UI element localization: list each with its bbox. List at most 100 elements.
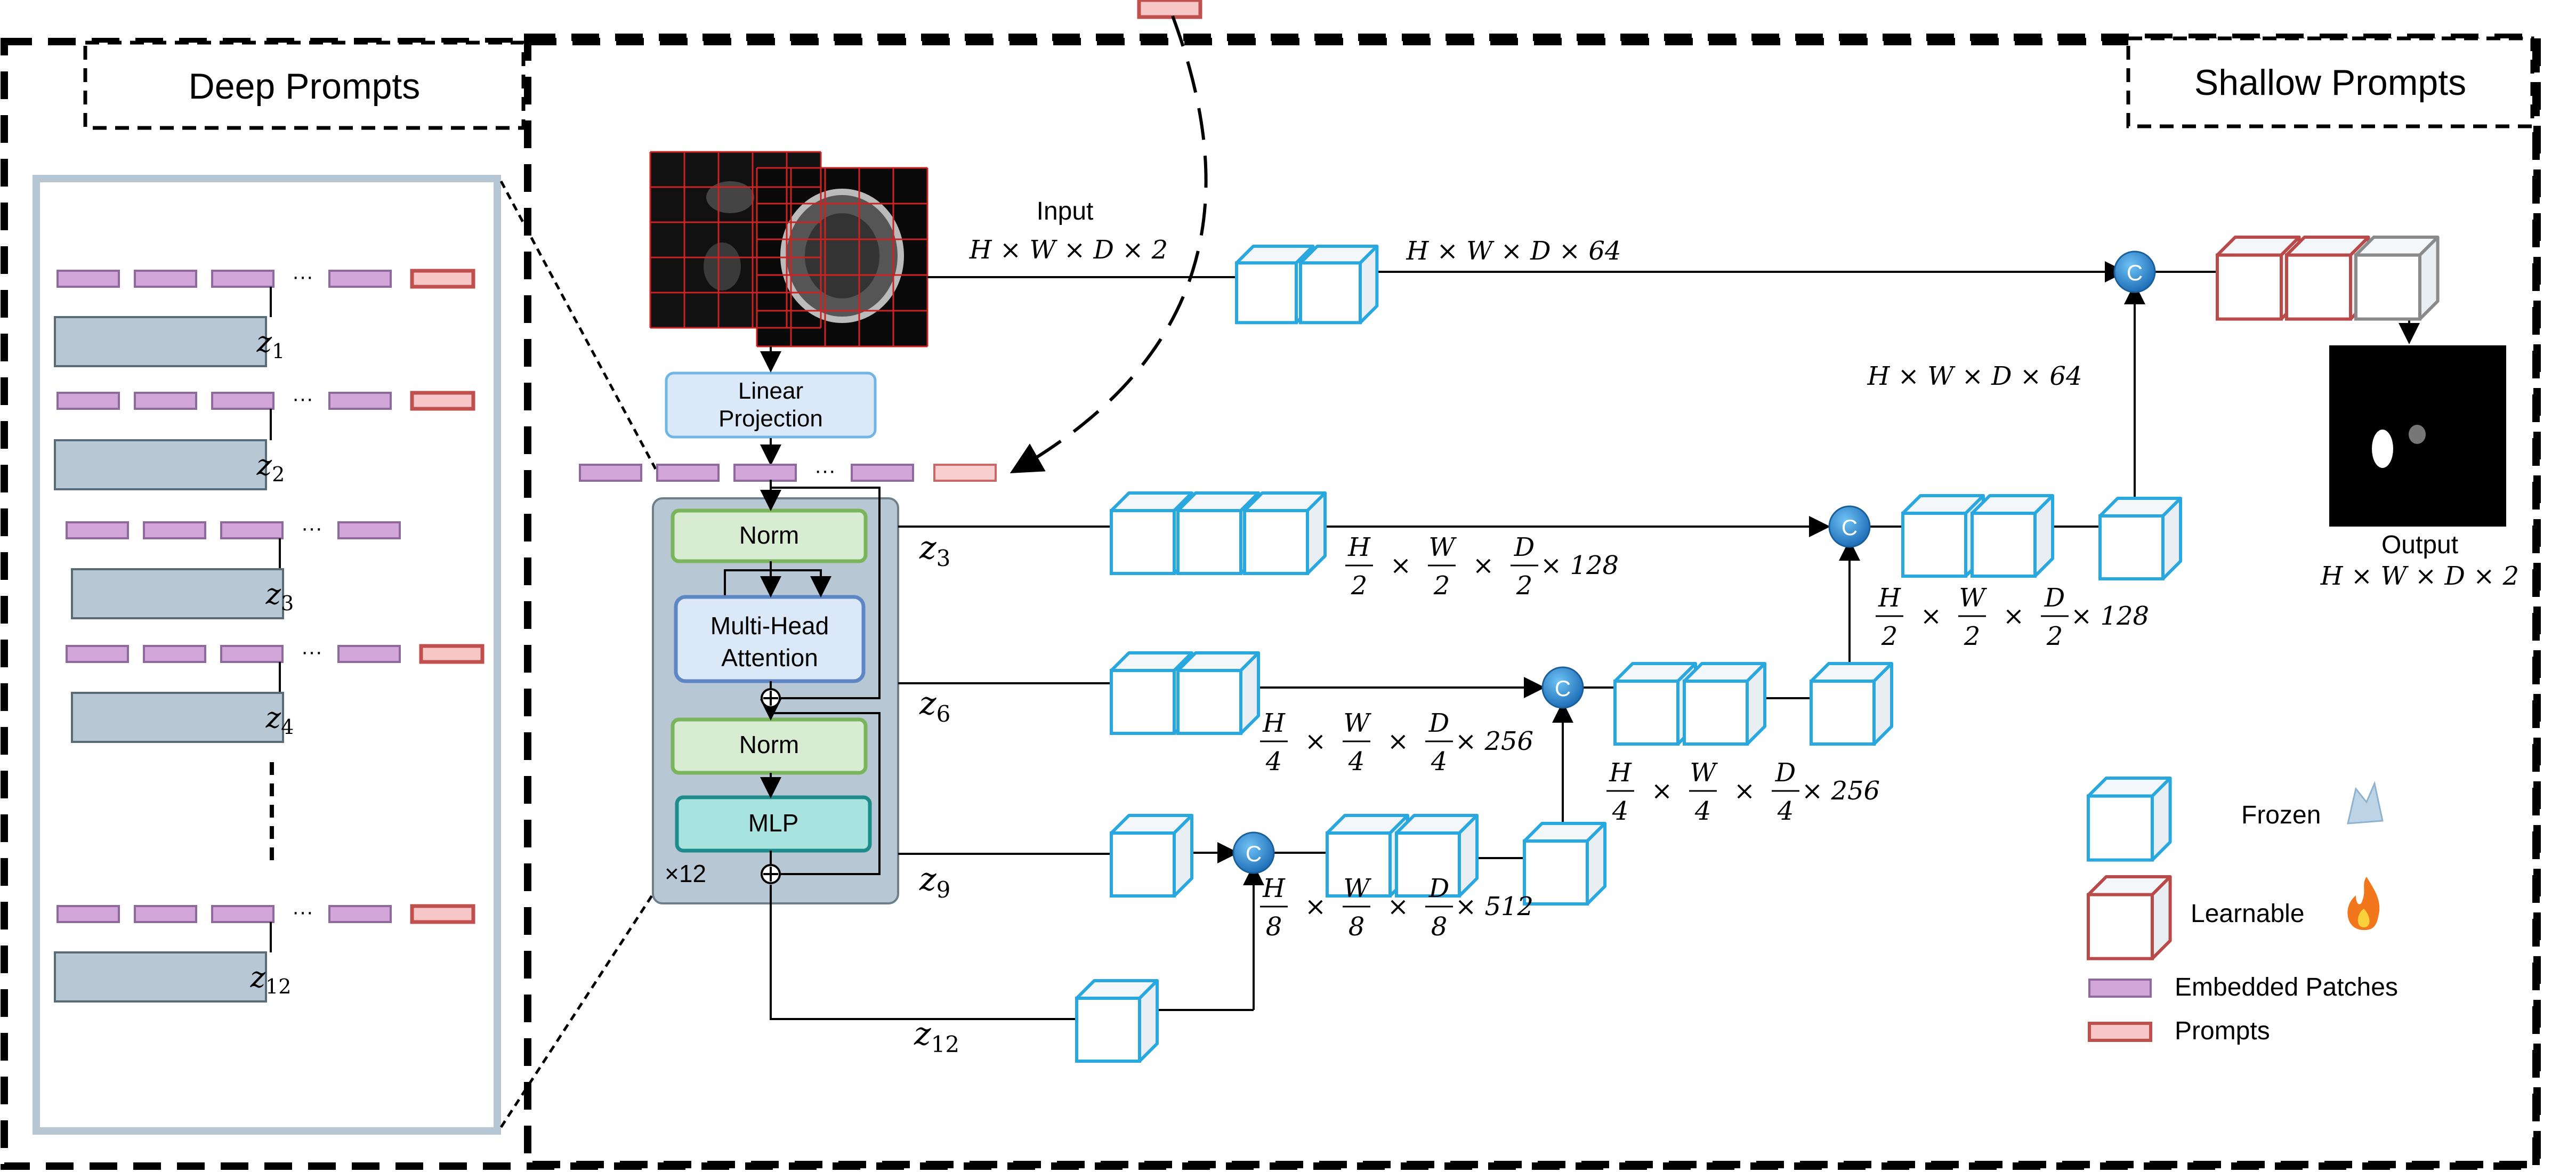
dimension-fraction: H4×W4×D4× 256 [1260, 708, 1533, 777]
svg-text:2: 2 [1964, 621, 1981, 651]
deep-layer-3-token-patch [143, 521, 206, 539]
svg-text:4: 4 [1777, 796, 1794, 826]
legend-patch-swatch [2088, 979, 2152, 998]
feature-cubes [1075, 236, 2440, 1063]
legend-frozen-cube [2087, 777, 2172, 862]
fire-icon [2347, 877, 2380, 930]
svg-text:× 256: × 256 [1455, 726, 1533, 756]
z12-cube [1075, 979, 1159, 1063]
svg-text:8: 8 [1348, 912, 1365, 942]
shallow-prompts-label-box [2126, 36, 2534, 128]
input-dims: H × W × D × 2 [969, 235, 1168, 265]
concat-node: C [1232, 831, 1275, 874]
embedded-token-patch [579, 464, 642, 482]
svg-text:D: D [1775, 758, 1796, 788]
deep-layer-1-token-patch [56, 270, 120, 288]
svg-text:W: W [1690, 758, 1718, 788]
deep-layer-12-token-prompt [410, 904, 475, 924]
top-dims: H × W × D × 64 [1406, 236, 1621, 266]
decoder-upsample-cube [1523, 822, 1607, 906]
deep-layer-1-token-patch [211, 270, 274, 288]
svg-text:8: 8 [1266, 912, 1282, 942]
deep-layer-3-token-ellipsis: ··· [301, 516, 322, 540]
deep-layer-4-token-patch [220, 645, 284, 663]
deep-layer-1-token-patch [134, 270, 197, 288]
deep-layer-1-token-ellipsis: ··· [292, 265, 313, 288]
decoder-512-cube [1395, 814, 1479, 898]
concat-node: C [2113, 250, 2156, 293]
svg-text:× 128: × 128 [2071, 601, 2149, 631]
svg-text:W: W [1428, 532, 1457, 562]
mlp-label: MLP [748, 809, 799, 837]
deep-layer-2-token-ellipsis: ··· [292, 387, 313, 410]
legend-learnable: Learnable [2191, 900, 2305, 928]
svg-text:× 256: × 256 [1802, 776, 1880, 806]
legend: Frozen Learnable Embedded Patches Prompt… [2088, 781, 2398, 1045]
concat-node: C [1828, 505, 1871, 548]
skip-label-z12: z12 [914, 1015, 959, 1057]
svg-text:2: 2 [1881, 621, 1898, 651]
dimension-fraction: H4×W4×D4× 256 [1606, 758, 1880, 826]
svg-text:H: H [1262, 708, 1286, 738]
deep-layer-1-token-patch [328, 270, 392, 288]
legend-embedded-patches: Embedded Patches [2175, 973, 2398, 1001]
deep-layer-12-label: z12 [250, 960, 292, 998]
deep-layer-1-box [54, 316, 267, 367]
z3-cube [1243, 491, 1327, 576]
deep-layer-2-token-prompt [410, 391, 475, 411]
deep-layer-2-token-patch [56, 392, 120, 410]
concat-node: C [1541, 666, 1584, 709]
svg-text:×: × [1651, 776, 1673, 806]
deep-layer-4-token-patch [66, 645, 129, 663]
svg-text:4: 4 [1265, 747, 1282, 777]
svg-text:×: × [1387, 892, 1409, 922]
svg-text:H: H [1262, 874, 1286, 903]
deep-layer-3-token-patch [66, 521, 129, 539]
svg-text:2: 2 [1433, 571, 1450, 601]
linear-projection-box [665, 371, 877, 439]
svg-text:2: 2 [1516, 571, 1533, 601]
skip-label-z6: z6 [919, 685, 950, 727]
shallow-prompts-title: Shallow Prompts [2194, 62, 2466, 103]
repeat-label: ×12 [665, 860, 706, 887]
skip-label-z9: z9 [919, 861, 950, 903]
deep-layer-3-label: z3 [265, 577, 294, 615]
svg-text:C: C [1842, 515, 1858, 540]
legend-frozen: Frozen [2241, 801, 2321, 829]
output-head-cube [2354, 236, 2440, 321]
dimension-fraction: H2×W2×D2× 128 [1345, 532, 1619, 601]
deep-layer-2-box [54, 439, 267, 490]
encoder-cube [1299, 245, 1379, 325]
svg-text:4: 4 [1612, 796, 1629, 826]
legend-learnable-cube [2087, 875, 2172, 960]
embedded-token-row: ··· [579, 459, 997, 482]
deep-layer-12-token-patch [134, 905, 197, 923]
block-internal-arrows [724, 480, 881, 884]
linear-projection-label-2: Projection [718, 406, 823, 432]
deep-layer-12-token-patch [211, 905, 274, 923]
zoom-line-bottom [499, 889, 657, 1128]
svg-text:×: × [2003, 601, 2024, 631]
svg-text:C: C [1555, 676, 1571, 701]
input-ct-images [649, 151, 928, 347]
deep-layer-1-label: z1 [256, 325, 285, 363]
svg-text:D: D [1428, 874, 1449, 903]
output-segment-gray [2409, 425, 2426, 444]
embedded-token-prompt [933, 464, 997, 482]
deep-layer-12-token-patch [56, 905, 120, 923]
deep-layer-3-token-patch [220, 521, 284, 539]
embedded-token-patch [656, 464, 720, 482]
svg-text:W: W [1959, 583, 1987, 613]
z9-cube [1110, 814, 1194, 898]
prompt-injection-arrow [1010, 15, 1208, 473]
svg-text:2: 2 [1351, 571, 1368, 601]
dimension-fraction: H8×W8×D8× 512 [1260, 874, 1533, 942]
svg-text:D: D [2044, 583, 2065, 613]
svg-text:× 512: × 512 [1455, 892, 1533, 922]
svg-text:H: H [1878, 583, 1901, 613]
svg-text:4: 4 [1431, 747, 1448, 777]
deep-layer-4-token-patch [143, 645, 206, 663]
svg-text:8: 8 [1431, 912, 1448, 942]
